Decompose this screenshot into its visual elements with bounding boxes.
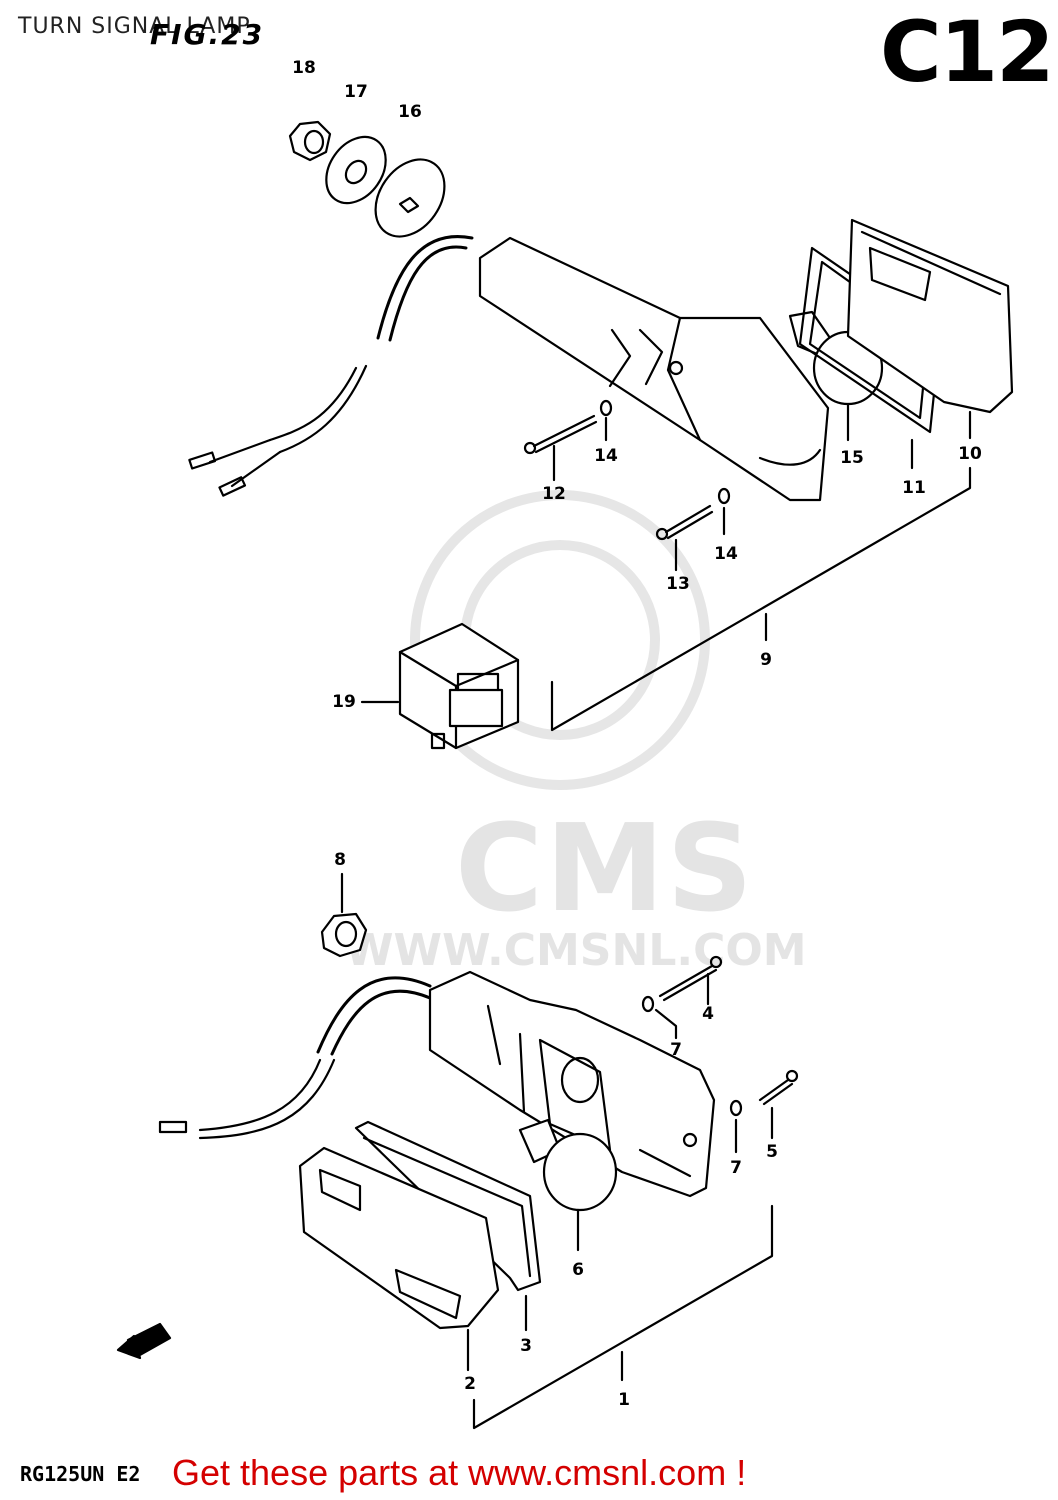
callout-13: 13 xyxy=(666,574,690,594)
direction-arrow-icon xyxy=(116,1322,172,1360)
callout-16: 16 xyxy=(398,102,422,122)
screw-4 xyxy=(658,955,723,1006)
callout-7b: 7 xyxy=(730,1158,742,1178)
washer-16 xyxy=(374,158,446,238)
callout-6: 6 xyxy=(572,1260,584,1280)
callout-4: 4 xyxy=(702,1004,714,1024)
callout-5: 5 xyxy=(766,1142,778,1162)
lamp-body-upper xyxy=(478,236,830,502)
watermark-logo: CMS xyxy=(455,800,755,939)
cable-upper xyxy=(188,235,474,497)
callout-14a: 14 xyxy=(594,446,618,466)
callout-12: 12 xyxy=(542,484,566,504)
model-code: RG125UN E2 xyxy=(20,1462,141,1486)
relay-19 xyxy=(360,622,520,750)
callout-11: 11 xyxy=(902,478,926,498)
assembly-bracket-9 xyxy=(550,466,972,732)
callout-15: 15 xyxy=(840,448,864,468)
callout-8: 8 xyxy=(334,850,346,870)
callout-1: 1 xyxy=(618,1390,630,1410)
lens-2 xyxy=(298,1146,500,1372)
callout-2: 2 xyxy=(464,1374,476,1394)
callout-7a: 7 xyxy=(670,1040,682,1060)
washer-17 xyxy=(325,135,387,205)
diagram-title: TURN SIGNAL LAMP xyxy=(18,14,251,39)
callout-9: 9 xyxy=(760,650,772,670)
watermark-url: WWW.CMSNL.COM xyxy=(345,925,807,976)
nut-18 xyxy=(288,120,332,162)
washer-14b xyxy=(717,487,731,536)
callout-10: 10 xyxy=(958,444,982,464)
gasket-3 xyxy=(354,1120,542,1332)
nut-8 xyxy=(320,872,368,958)
assembly-bracket-1 xyxy=(472,1204,774,1430)
callout-3: 3 xyxy=(520,1336,532,1356)
washer-7a xyxy=(641,995,678,1040)
callout-17: 17 xyxy=(344,82,368,102)
lens-10 xyxy=(846,218,1014,440)
washer-14a xyxy=(599,399,613,442)
screw-5 xyxy=(758,1069,799,1140)
page-code: C12 xyxy=(880,3,1055,101)
callout-14b: 14 xyxy=(714,544,738,564)
footer-link[interactable]: Get these parts at www.cmsnl.com ! xyxy=(172,1452,747,1493)
callout-19: 19 xyxy=(332,692,356,712)
bulb-6 xyxy=(518,1118,618,1252)
screw-13 xyxy=(655,504,714,572)
washer-7b xyxy=(729,1099,743,1154)
cable-lower xyxy=(158,976,432,1140)
figure-number: FIG.23 xyxy=(150,18,265,51)
screw-12 xyxy=(523,414,598,482)
callout-18: 18 xyxy=(292,58,316,78)
lamp-body-lower xyxy=(428,970,716,1198)
